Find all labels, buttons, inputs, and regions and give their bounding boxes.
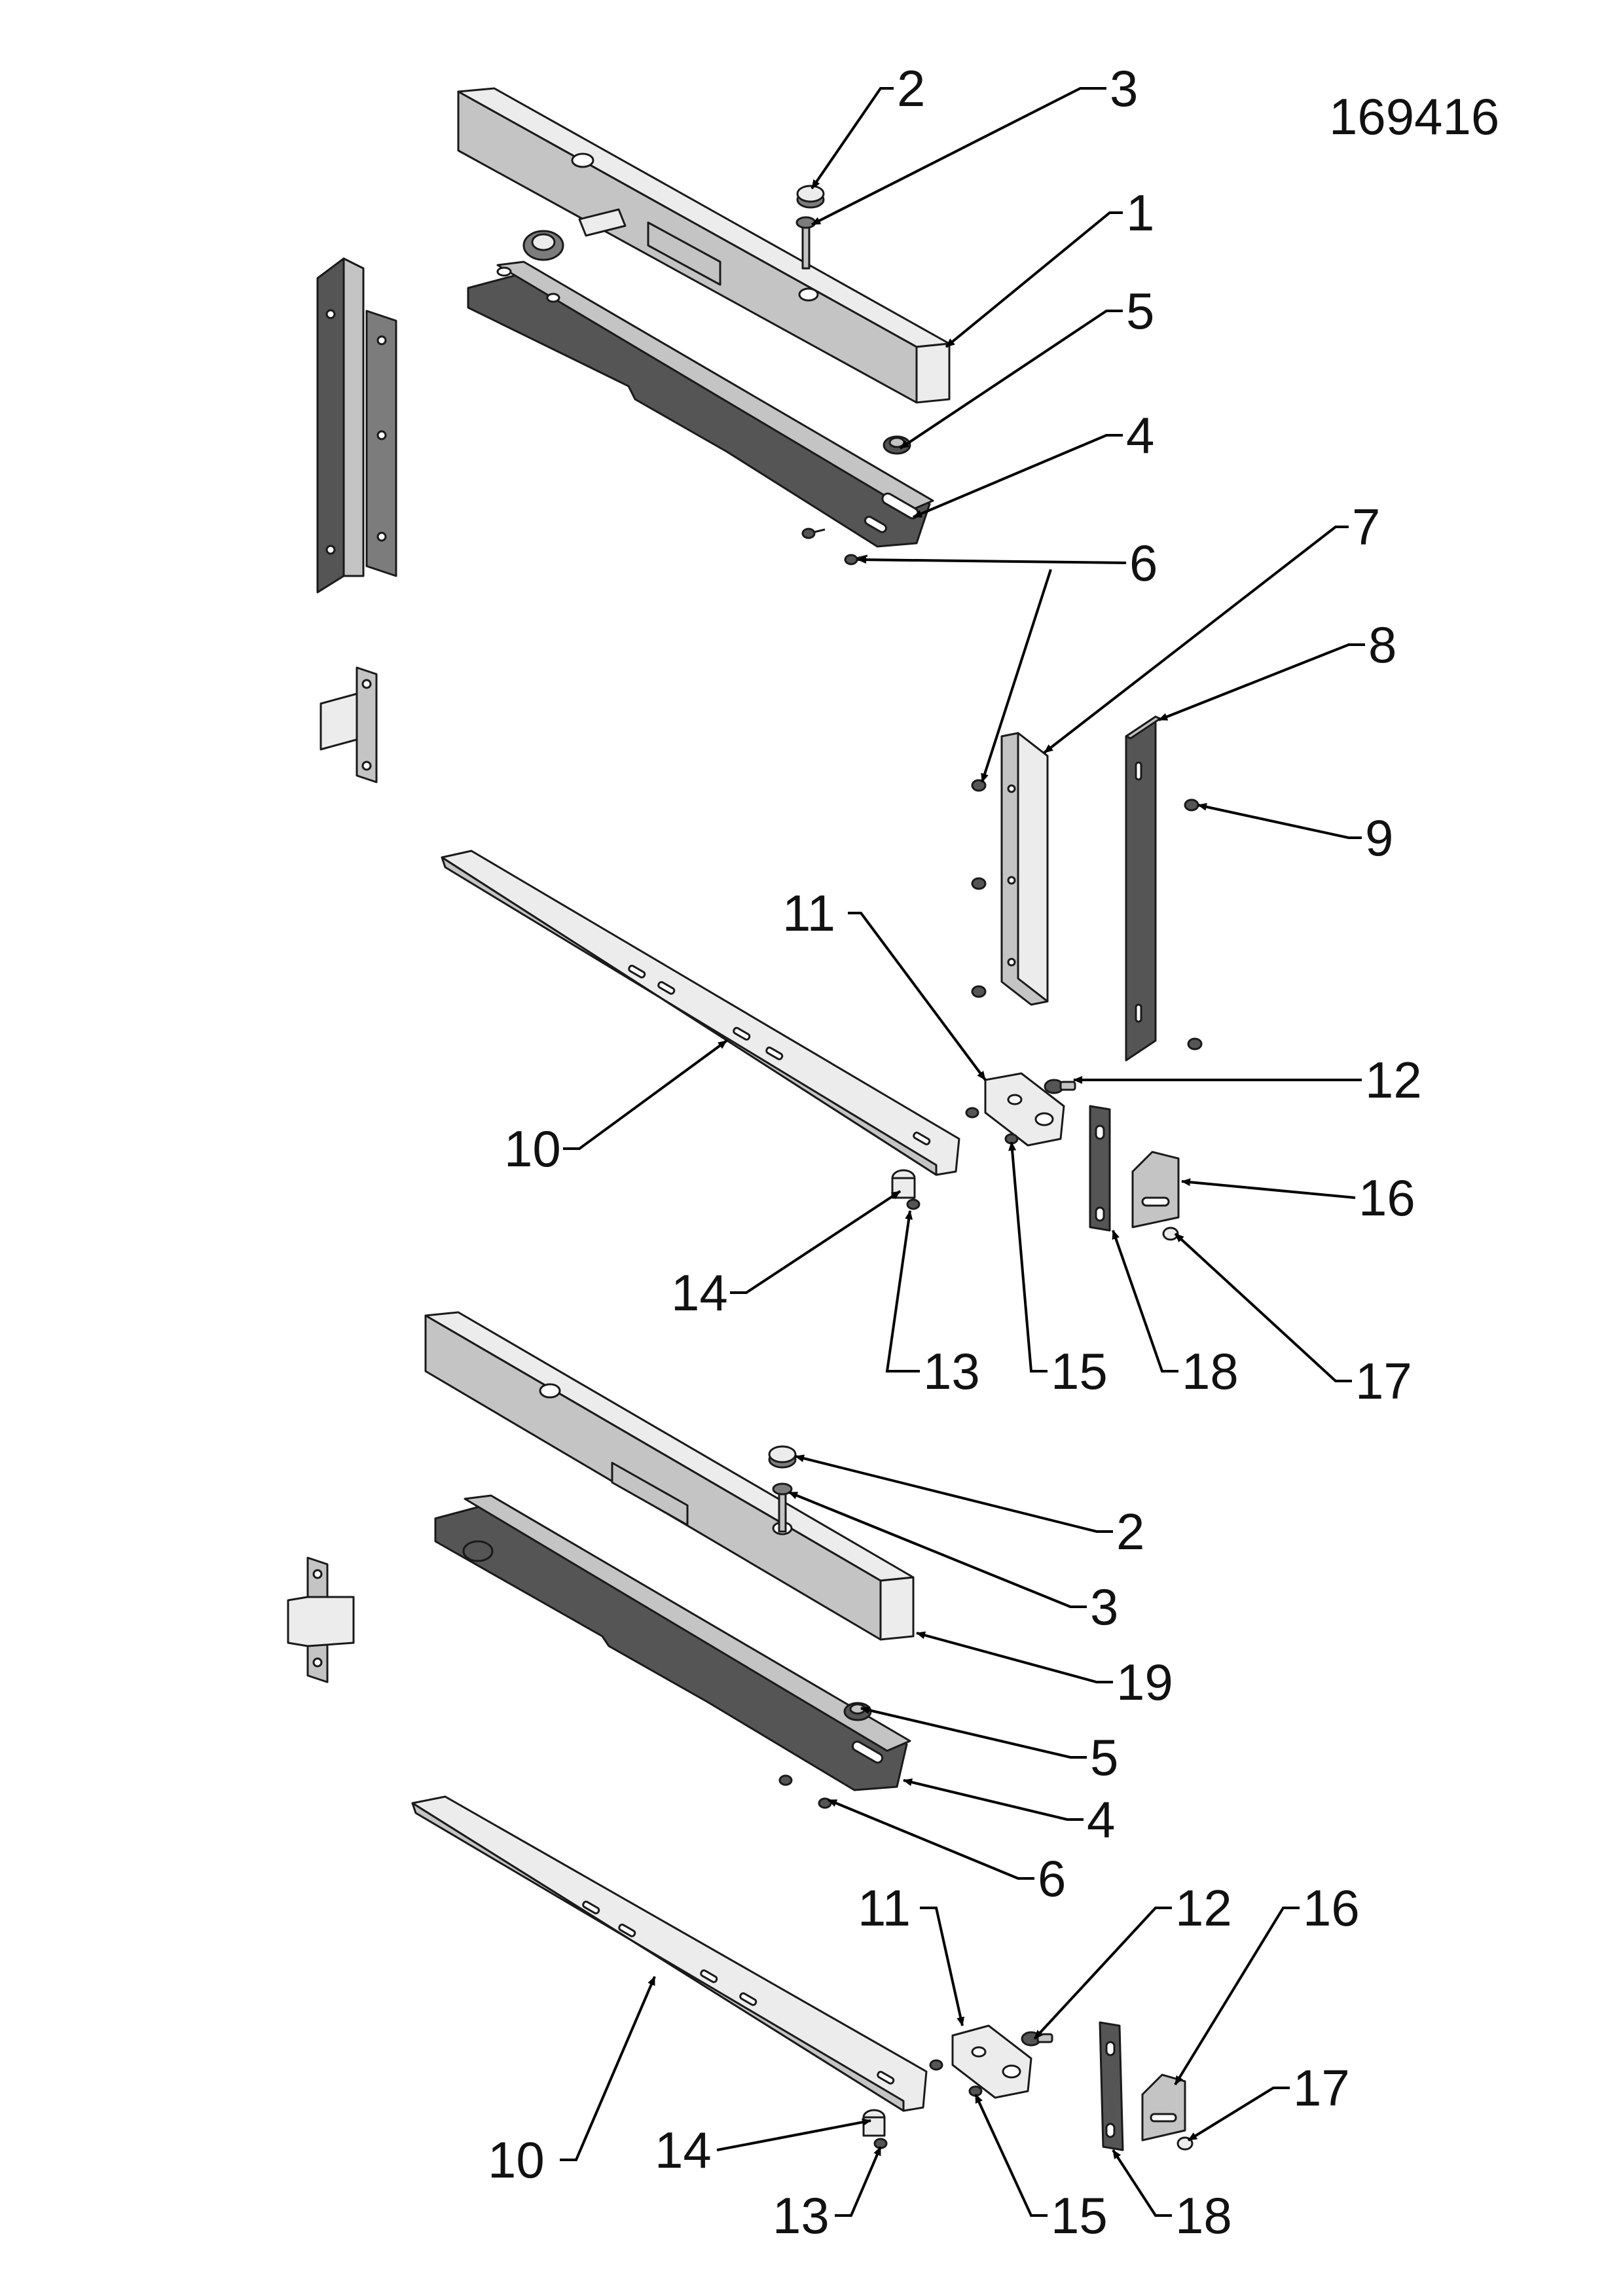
- part-18-bracket-lower: [1099, 2021, 1124, 2151]
- callout-11: 11: [782, 884, 835, 942]
- callout-12: 12: [1365, 1051, 1422, 1109]
- strip-screws: [971, 779, 1203, 1050]
- callout-8: 8: [1368, 616, 1396, 673]
- part-16-clip-upper: [1131, 1151, 1180, 1229]
- rail-pin-upper: [522, 208, 627, 261]
- callout-15: 15: [1051, 1342, 1108, 1400]
- leaders-lower: [560, 1454, 1300, 2217]
- callout-15: 15: [1051, 2187, 1108, 2244]
- callout-13: 13: [923, 1342, 980, 1400]
- callout-1: 1: [1126, 184, 1154, 242]
- part-5-nut-lower: [843, 1702, 872, 1721]
- small-clip-lower-left: [287, 1556, 355, 1683]
- callout-2: 2: [897, 60, 925, 117]
- hinge-fasteners-lower: [862, 2031, 1053, 2149]
- callout-17: 17: [1293, 2059, 1350, 2117]
- part-2-cap-lower: [768, 1445, 797, 1469]
- part-4-bracket-plate-lower: [434, 1494, 911, 1791]
- part-19-lower-rail: [424, 1311, 915, 1641]
- part-18-bracket-upper: [1089, 1105, 1111, 1232]
- callout-14: 14: [655, 2121, 712, 2179]
- small-clip-upper-left: [319, 666, 378, 783]
- part-1-top-rail: [457, 87, 951, 404]
- left-vertical-channel-upper: [316, 257, 397, 594]
- part-4-bracket-plate-upper: [467, 260, 934, 548]
- callout-7: 7: [1352, 498, 1380, 556]
- drawing-number: 169416: [1329, 88, 1499, 145]
- callout-4: 4: [1126, 406, 1154, 464]
- part-11-hinge-block-lower: [951, 2024, 1032, 2099]
- callout-14: 14: [671, 1264, 728, 1321]
- callouts-upper: 2 3 1 5 4 6 7 8 9 11 12 10 16 14 13 15 1…: [504, 60, 1422, 1410]
- callout-6: 6: [1129, 534, 1158, 592]
- part-16-clip-lower: [1141, 2073, 1186, 2142]
- part-10-slotted-arm-upper: [441, 850, 960, 1176]
- callout-3: 3: [1110, 60, 1138, 117]
- callout-16: 16: [1303, 1879, 1360, 1937]
- callout-3: 3: [1090, 1578, 1118, 1636]
- part-7-angle-strip: [1000, 732, 1049, 1006]
- callout-12: 12: [1175, 1879, 1232, 1937]
- callout-19: 19: [1116, 1653, 1173, 1711]
- part-3-bolt-lower: [772, 1482, 793, 1533]
- callouts-lower: 2 3 19 5 4 6 11 12 16 17 14 10 13 15 18: [488, 1503, 1360, 2244]
- callout-13: 13: [773, 2187, 830, 2244]
- callout-10: 10: [504, 1120, 561, 1177]
- callout-16: 16: [1359, 1169, 1415, 1227]
- leaders-upper: [563, 87, 1365, 1382]
- callout-17: 17: [1355, 1352, 1412, 1410]
- callout-11: 11: [858, 1879, 911, 1937]
- callout-18: 18: [1182, 1342, 1239, 1400]
- callout-6: 6: [1038, 1850, 1066, 1907]
- part-8-flat-strip: [1125, 715, 1161, 1062]
- part-11-hinge-block-upper: [984, 1072, 1065, 1147]
- callout-18: 18: [1175, 2187, 1232, 2244]
- callout-5: 5: [1090, 1729, 1118, 1786]
- callout-9: 9: [1365, 809, 1393, 867]
- callout-4: 4: [1087, 1791, 1115, 1848]
- part-6-screws-lower: [778, 1774, 832, 1809]
- part-2-cap-upper: [796, 185, 825, 209]
- part-10-slotted-arm-lower: [411, 1795, 928, 2112]
- callout-10: 10: [488, 2131, 545, 2189]
- callout-5: 5: [1126, 282, 1154, 340]
- callout-2: 2: [1116, 1503, 1144, 1560]
